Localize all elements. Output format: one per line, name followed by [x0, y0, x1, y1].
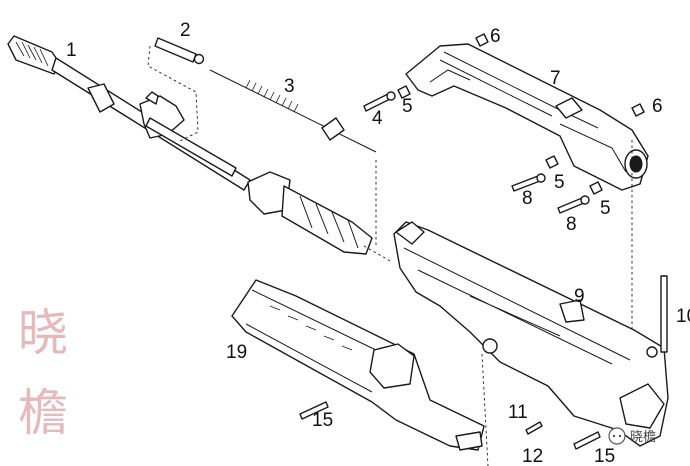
washer-5c: [589, 181, 603, 195]
receiver-end-block: [619, 383, 665, 429]
housing-body: [405, 43, 649, 191]
part-3-recoil-rod-spring: [209, 69, 377, 246]
callout-19: 19: [226, 342, 247, 363]
part-4-screw: [363, 91, 396, 112]
barrel-extension: [281, 185, 373, 255]
handguard-latch-block: [369, 343, 415, 389]
callout-1: 1: [66, 40, 77, 61]
chat-bubble-dot-right: [618, 434, 622, 438]
callout-6a: 6: [490, 26, 501, 47]
recoil-spring: [245, 79, 299, 113]
callout-4: 4: [372, 108, 383, 129]
receiver-rails: [403, 247, 631, 365]
housing-underside: [559, 123, 627, 173]
handguard-rear-tab: [455, 431, 483, 451]
rear-sight-block: [559, 299, 585, 323]
watermark-badge: 晓檐: [608, 427, 656, 445]
piston-tube: [145, 117, 237, 177]
part-8-bolts: [511, 173, 590, 214]
callout-8b: 8: [566, 214, 577, 235]
watermark-badge-text: 晓檐: [630, 430, 656, 445]
pin-guide-line: [147, 45, 199, 143]
washer-6b: [631, 103, 645, 117]
callout-8a: 8: [522, 188, 533, 209]
watermark-calligraphy: 晓 檐: [18, 304, 68, 442]
washer-6a: [475, 33, 489, 47]
bolt-8b-head: [580, 195, 590, 205]
housing-latch: [555, 97, 583, 119]
part-15a-pin: [299, 401, 329, 420]
callout-5c: 5: [600, 198, 611, 219]
receiver-pivot: [482, 338, 498, 354]
pin-body: [154, 37, 197, 63]
part-1-barrel-assembly: [7, 35, 393, 263]
part-10-pin: [660, 275, 668, 353]
callout-11: 11: [508, 402, 528, 423]
callout-15b: 15: [594, 446, 615, 466]
receiver-front-block: [395, 221, 425, 245]
extension-flutes: [299, 195, 359, 249]
washer-5a: [397, 85, 411, 99]
part-9-receiver: [393, 140, 669, 466]
washers: [397, 33, 645, 195]
pivot-guide-line: [481, 353, 489, 466]
receiver-pin-hole: [646, 346, 658, 358]
part-15b-pin: [573, 431, 601, 450]
pin-15b-body: [573, 431, 601, 450]
callout-6b: 6: [652, 96, 663, 117]
callout-9: 9: [574, 286, 585, 307]
pin-11-body: [525, 421, 543, 435]
bolt-8a-head: [536, 173, 546, 183]
front-sight-collar: [87, 83, 115, 113]
callout-2: 2: [180, 20, 191, 41]
watermark-char-bottom: 檐: [18, 384, 68, 442]
flash-hider-slots: [15, 41, 49, 67]
recoil-rod: [209, 69, 377, 153]
housing-bore-hole: [629, 155, 643, 173]
handguard-vent-slots: [269, 305, 353, 351]
callout-labels: 1 2 3 4 5 6 7 6 5 8 5 8 9 10 11 12 15 19…: [66, 20, 690, 466]
washer-5b: [545, 155, 559, 169]
callout-3: 3: [284, 76, 295, 97]
callout-10: 10: [676, 306, 690, 327]
bolt-8b-shank: [557, 197, 585, 214]
chat-bubble-icon: [608, 427, 626, 445]
rod-end-plate: [321, 117, 345, 141]
callout-12: 12: [522, 446, 543, 466]
sight-post: [145, 91, 159, 105]
part-2-pin: [147, 37, 205, 143]
callout-15a: 15: [312, 410, 333, 431]
pin-15a-body: [299, 401, 329, 420]
watermark-char-top: 晓: [18, 304, 68, 362]
callout-5b: 5: [554, 172, 565, 193]
pin-head: [193, 53, 205, 65]
part-11-pin: [525, 421, 543, 435]
part-19-handguard: [231, 279, 485, 451]
callout-5a: 5: [402, 96, 413, 117]
pin-10-body: [660, 275, 668, 353]
chat-bubble-dot-left: [612, 434, 616, 438]
callout-7: 7: [550, 68, 561, 89]
screw-head: [386, 91, 396, 101]
handguard-edges: [245, 289, 381, 393]
part-7-cocking-tube-housing: [405, 43, 649, 191]
